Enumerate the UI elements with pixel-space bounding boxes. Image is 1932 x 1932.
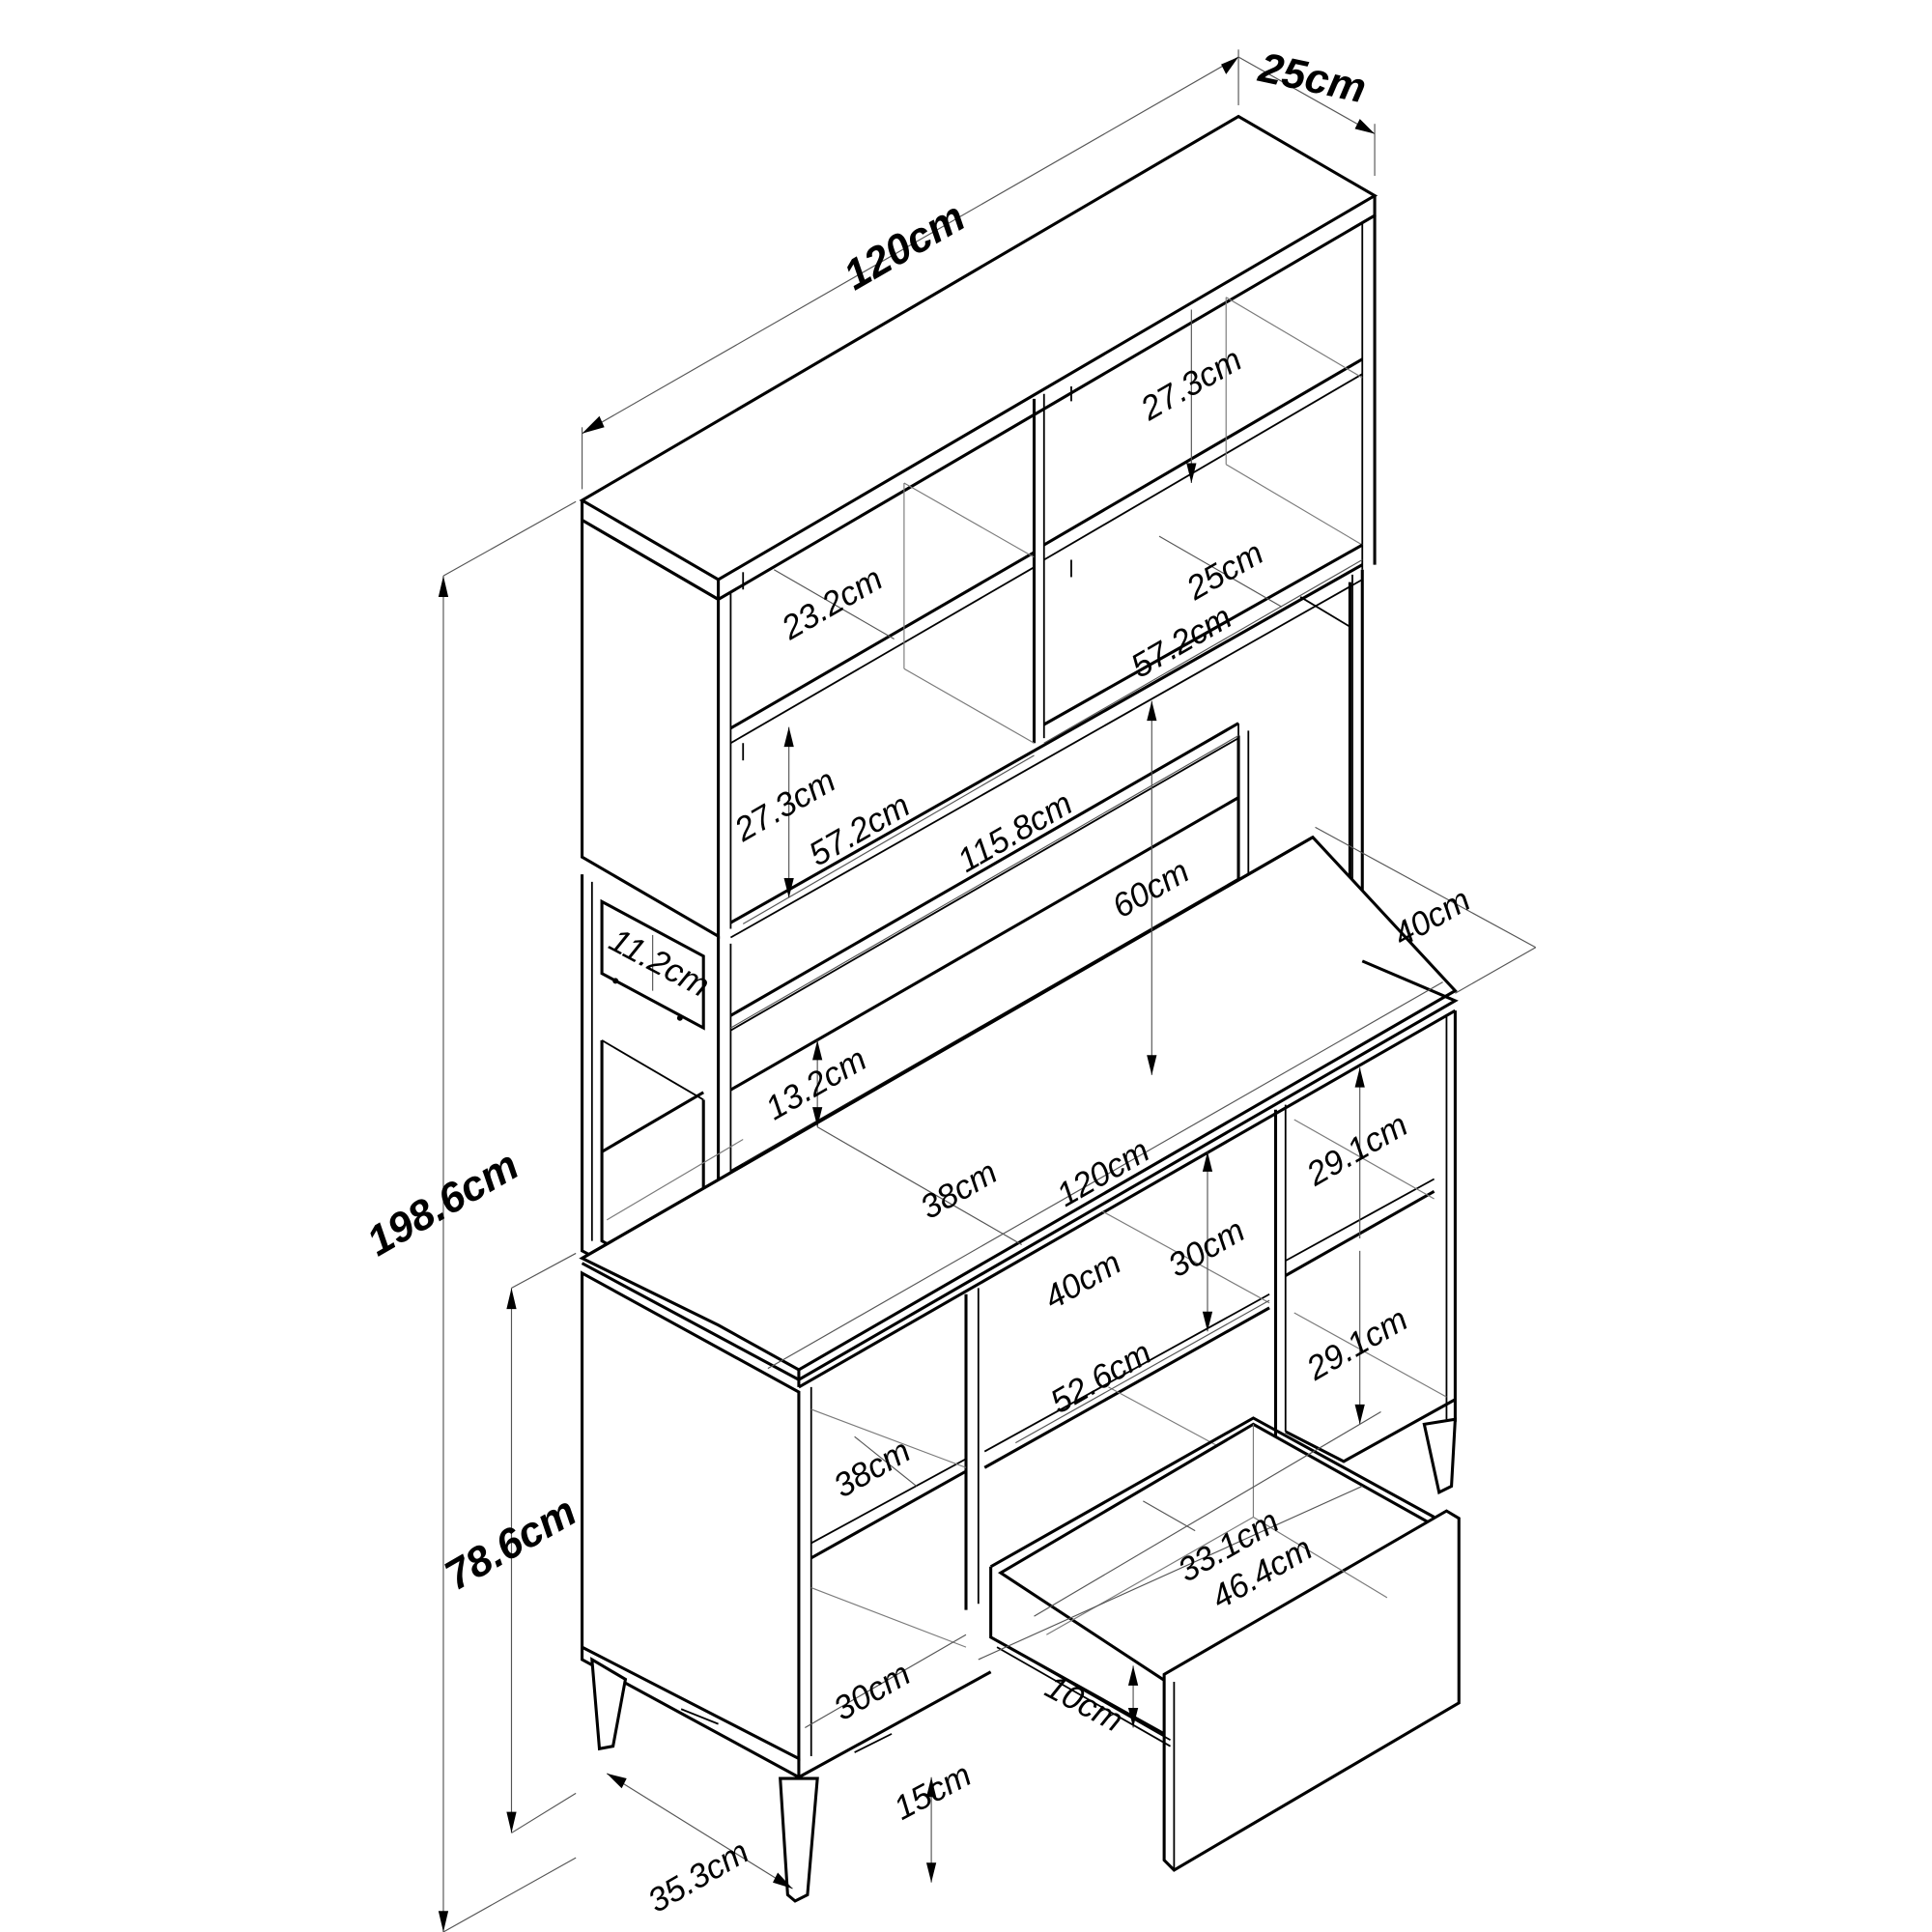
label-center-opening-depth: 40cm	[1038, 1244, 1127, 1317]
label-upper-shelf-depth-right: 25cm	[1179, 534, 1269, 608]
label-right-cubby-height-top: 29.1cm	[1300, 1106, 1414, 1193]
label-left-shelf-depth: 38cm	[828, 1433, 917, 1505]
leg-front-left	[779, 1776, 819, 1903]
dimension-lines	[442, 49, 1537, 1932]
base-desk	[579, 835, 1459, 1779]
label-side-niche-depth: 40cm	[1387, 881, 1476, 953]
label-leg-height-visible: 15cm	[888, 1756, 978, 1827]
label-center-shelf-width: 52.6cm	[1044, 1334, 1157, 1421]
label-left-bottom-depth: 30cm	[828, 1656, 917, 1728]
label-hutch-inner-width: 115.8cm	[952, 785, 1079, 880]
upper-hutch	[579, 114, 1378, 939]
label-right-cubby-height-bottom: 29.1cm	[1300, 1301, 1414, 1388]
label-leg-spacing: 35.3cm	[641, 1833, 754, 1920]
label-base-height: 78.6cm	[438, 1489, 584, 1600]
label-small-cubby-height: 11.2cm	[603, 922, 715, 1005]
top-panel	[579, 114, 1378, 582]
label-upper-shelf-depth-left: 23.2cm	[775, 560, 889, 647]
arrowheads	[438, 56, 1376, 1932]
leg-back-left	[590, 1657, 628, 1751]
legs	[590, 1417, 1458, 1903]
drawer-front	[1162, 1509, 1461, 1872]
label-center-opening-height: 30cm	[1162, 1212, 1251, 1285]
leg-front-right	[1422, 1417, 1458, 1495]
label-drawer-height: 10cm	[1039, 1668, 1129, 1739]
drawer	[989, 1416, 1461, 1872]
label-top-depth: 25cm	[1254, 44, 1370, 112]
hutch-left-side	[581, 517, 721, 939]
label-upper-shelf-width-right: 57.2cm	[1124, 599, 1237, 686]
